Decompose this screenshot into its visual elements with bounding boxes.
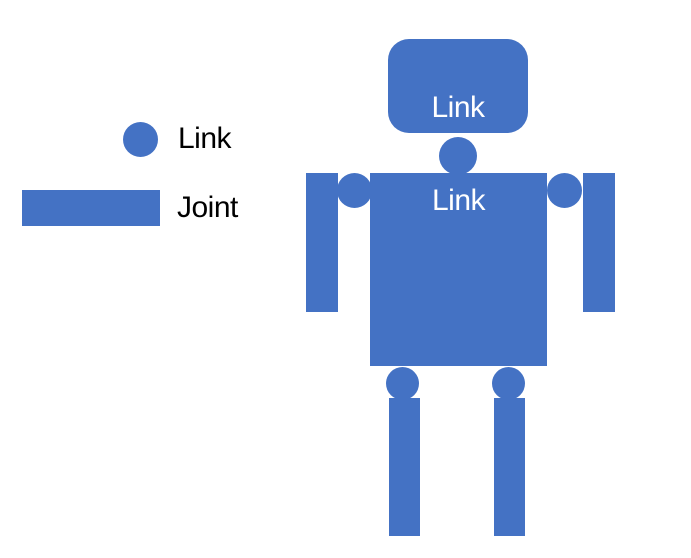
robot-right-arm — [583, 173, 615, 312]
robot-right-leg — [494, 398, 525, 536]
robot-head: Link — [388, 39, 528, 133]
robot-left-arm — [306, 173, 338, 312]
legend-link-label: Link — [178, 122, 232, 155]
legend-item-joint: Joint — [22, 190, 238, 226]
robot-head-label: Link — [431, 91, 485, 124]
joint-rectangle-icon — [22, 190, 160, 226]
robot-left-shoulder-joint — [337, 173, 372, 208]
legend-item-link: Link — [123, 121, 232, 157]
robot-left-leg — [389, 398, 420, 536]
robot-neck-joint — [439, 137, 477, 175]
robot-right-shoulder-joint — [547, 173, 582, 208]
robot-right-hip-joint — [492, 367, 525, 400]
robot-torso-label: Link — [431, 184, 486, 217]
robot-left-hip-joint — [386, 367, 419, 400]
legend-joint-label: Joint — [177, 191, 238, 224]
link-circle-icon — [123, 121, 158, 157]
robot-torso: Link — [370, 173, 547, 366]
